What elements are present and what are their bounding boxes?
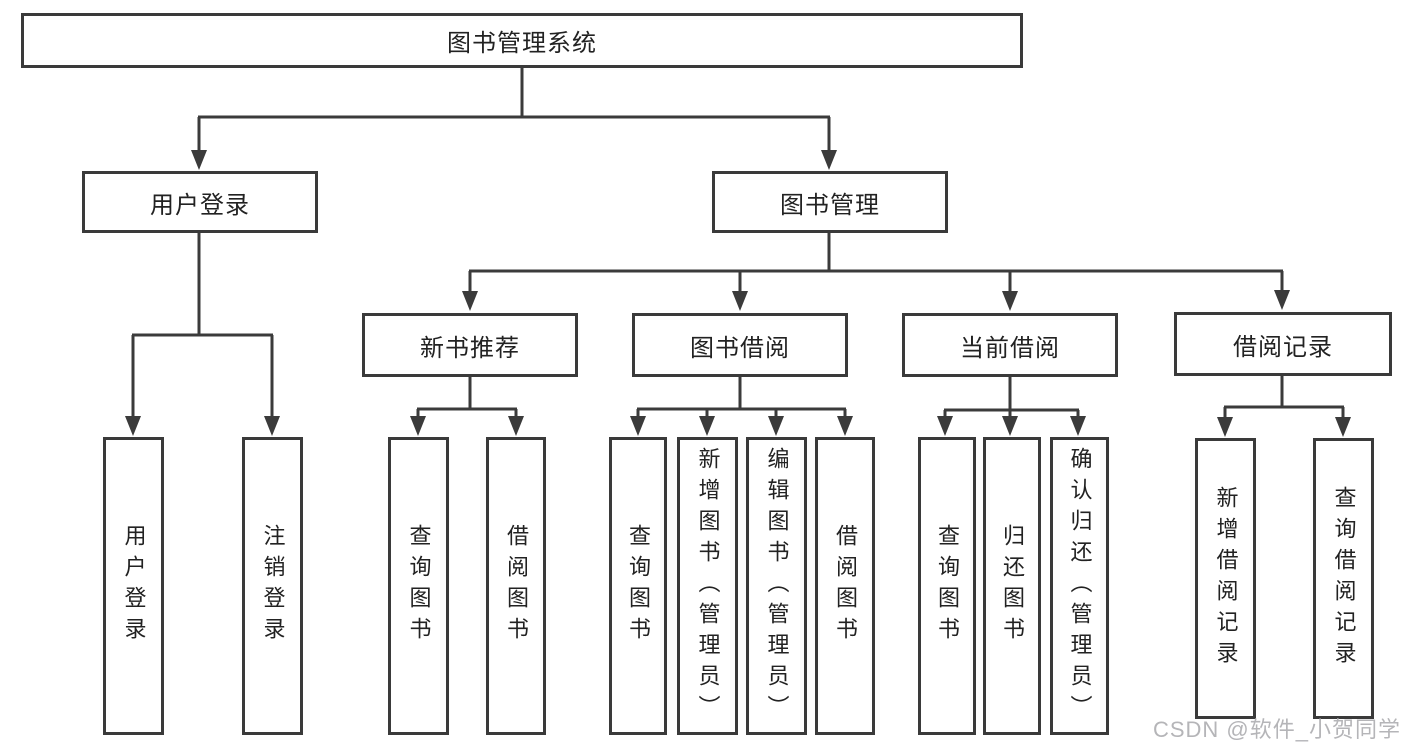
arrowhead-icon bbox=[191, 150, 207, 170]
leaf-confirm-return-admin-label: 确认归还（管理员） bbox=[1067, 446, 1093, 726]
node-borrow-records: 借阅记录 bbox=[1174, 312, 1392, 376]
arrowhead-icon bbox=[1335, 417, 1351, 437]
leaf-add-borrow-record: 新增借阅记录 bbox=[1195, 438, 1256, 719]
node-borrow-records-label: 借阅记录 bbox=[1233, 333, 1333, 361]
arrowhead-icon bbox=[1070, 416, 1086, 436]
arrowhead-icon bbox=[699, 416, 715, 436]
node-current-borrow: 当前借阅 bbox=[902, 313, 1118, 377]
leaf-query-book-2-label: 查询图书 bbox=[626, 524, 651, 648]
arrowhead-icon bbox=[462, 291, 478, 311]
arrowhead-icon bbox=[732, 291, 748, 311]
arrowhead-icon bbox=[768, 416, 784, 436]
arrowhead-icon bbox=[1217, 417, 1233, 437]
node-book-management-label: 图书管理 bbox=[780, 191, 880, 219]
leaf-user-login-label: 用户登录 bbox=[121, 524, 147, 648]
leaf-user-login: 用户登录 bbox=[103, 437, 164, 735]
node-root: 图书管理系统 bbox=[21, 13, 1023, 68]
leaf-query-borrow-record-label: 查询借阅记录 bbox=[1331, 485, 1357, 672]
node-book-management: 图书管理 bbox=[712, 171, 948, 233]
leaf-query-book-2: 查询图书 bbox=[609, 437, 667, 735]
arrowhead-icon bbox=[1002, 416, 1018, 436]
leaf-add-book-admin-label: 新增图书（管理员） bbox=[695, 446, 721, 726]
node-book-borrow-label: 图书借阅 bbox=[690, 334, 790, 362]
leaf-borrow-book-1: 借阅图书 bbox=[486, 437, 546, 735]
leaf-edit-book-admin: 编辑图书（管理员） bbox=[746, 437, 807, 735]
node-root-label: 图书管理系统 bbox=[447, 30, 597, 57]
arrowhead-icon bbox=[837, 416, 853, 436]
leaf-add-book-admin: 新增图书（管理员） bbox=[677, 437, 738, 735]
arrowhead-icon bbox=[264, 416, 280, 436]
node-new-book-recommend: 新书推荐 bbox=[362, 313, 578, 377]
leaf-return-book-label: 归还图书 bbox=[1000, 524, 1025, 648]
arrowhead-icon bbox=[630, 416, 646, 436]
node-current-borrow-label: 当前借阅 bbox=[960, 334, 1060, 362]
leaf-add-borrow-record-label: 新增借阅记录 bbox=[1213, 485, 1239, 672]
node-user-login-label: 用户登录 bbox=[150, 191, 250, 219]
arrowhead-icon bbox=[937, 416, 953, 436]
leaf-borrow-book-2: 借阅图书 bbox=[815, 437, 875, 735]
node-new-book-recommend-label: 新书推荐 bbox=[420, 334, 520, 362]
arrowhead-icon bbox=[410, 416, 426, 436]
leaf-query-book-1: 查询图书 bbox=[388, 437, 449, 735]
leaf-confirm-return-admin: 确认归还（管理员） bbox=[1050, 437, 1109, 735]
arrowhead-icon bbox=[1002, 291, 1018, 311]
leaf-borrow-book-2-label: 借阅图书 bbox=[833, 524, 858, 648]
arrowhead-icon bbox=[821, 150, 837, 170]
leaf-edit-book-admin-label: 编辑图书（管理员） bbox=[764, 446, 790, 726]
arrowhead-icon bbox=[1274, 290, 1290, 310]
watermark: CSDN @软件_小贺同学 bbox=[1152, 717, 1401, 742]
node-user-login: 用户登录 bbox=[82, 171, 318, 233]
arrowhead-icon bbox=[508, 416, 524, 436]
leaf-query-book-1-label: 查询图书 bbox=[406, 524, 432, 648]
leaf-logout: 注销登录 bbox=[242, 437, 303, 735]
leaf-query-borrow-record: 查询借阅记录 bbox=[1313, 438, 1374, 719]
leaf-query-book-3-label: 查询图书 bbox=[935, 524, 960, 648]
leaf-logout-label: 注销登录 bbox=[260, 524, 286, 648]
leaf-borrow-book-1-label: 借阅图书 bbox=[504, 524, 529, 648]
leaf-return-book: 归还图书 bbox=[983, 437, 1041, 735]
arrowhead-icon bbox=[125, 416, 141, 436]
leaf-query-book-3: 查询图书 bbox=[918, 437, 976, 735]
node-book-borrow: 图书借阅 bbox=[632, 313, 848, 377]
